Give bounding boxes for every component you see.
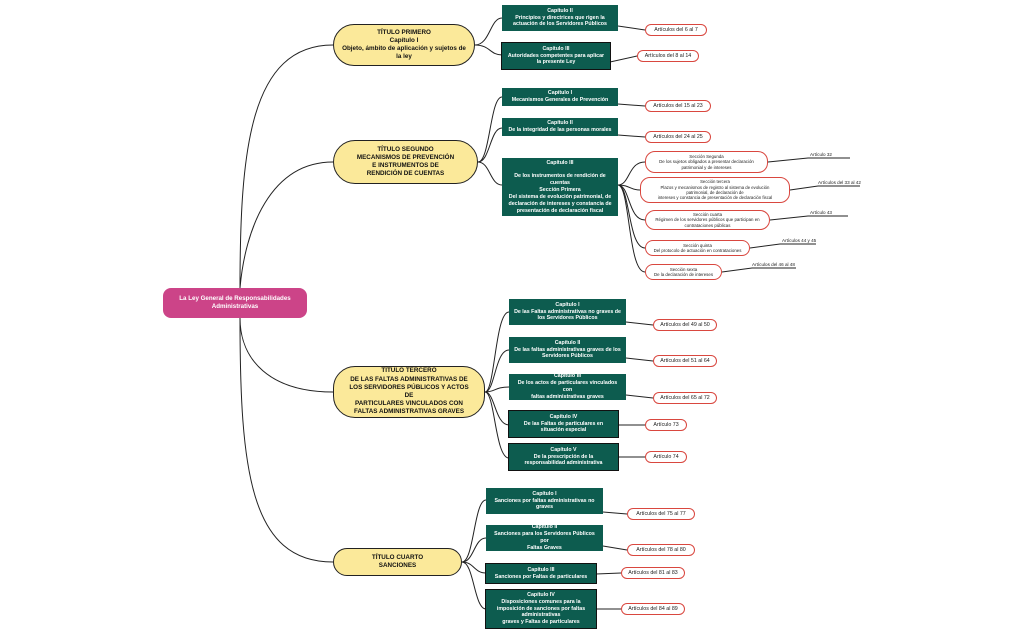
- articulos-node: Artículos del 15 al 23: [645, 100, 711, 112]
- seccion-articulo-label: Artículo 43: [810, 210, 832, 215]
- capitulo-node: Capítulo II Sanciones para los Servidore…: [486, 524, 603, 551]
- seccion-articulo-label: Artículos del 46 al 48: [752, 262, 795, 267]
- capitulo-node: Capítulo IV Disposiciones comunes para l…: [485, 589, 597, 629]
- articulos-node: Artículos del 65 al 72: [653, 392, 717, 404]
- titulo-tercero-node: TÍTULO TERCERO DE LAS FALTAS ADMINISTRAT…: [333, 366, 485, 418]
- articulos-node: Artículos del 75 al 77: [627, 508, 695, 520]
- seccion-articulo-label: Artículo 32: [810, 152, 832, 157]
- seccion-articulo-label: Artículos del 33 al 42: [818, 180, 861, 185]
- capitulo-node: Capítulo I Mecanismos Generales de Preve…: [502, 88, 618, 106]
- articulos-node: Artículos del 24 al 25: [645, 131, 711, 143]
- root-node: La Ley General de Responsabilidades Admi…: [163, 288, 307, 318]
- articulos-node: Artículos del 49 al 50: [653, 319, 717, 331]
- capitulo-node: Capítulo II Principios y directrices que…: [502, 5, 618, 31]
- titulo-cuarto-node: TÍTULO CUARTO SANCIONES: [333, 548, 462, 576]
- seccion-node: Sección tercera Plazos y mecanismos de r…: [640, 177, 790, 203]
- articulos-node: Artículos del 78 al 80: [627, 544, 695, 556]
- titulo-segundo-node: TÍTULO SEGUNDO MECANISMOS DE PREVENCIÓN …: [333, 140, 478, 184]
- articulos-node: Artículos del 6 al 7: [645, 24, 707, 36]
- seccion-node: Sección Segunda De los sujetos obligados…: [645, 151, 768, 173]
- capitulo-node: Capítulo I De las Faltas administrativas…: [509, 299, 626, 325]
- titulo-primero-node: TÍTULO PRIMERO Capítulo I Objeto, ámbito…: [333, 24, 475, 66]
- capitulo-node: Capítulo III Autoridades competentes par…: [501, 42, 611, 70]
- articulos-node: Artículos del 81 al 83: [621, 567, 685, 579]
- capitulo-node: Capítulo IV De las Faltas de particulare…: [508, 410, 619, 438]
- capitulo-node: Capítulo II De la integridad de las pers…: [502, 118, 618, 136]
- seccion-node: Sección cuarta Régimen de los servidores…: [645, 210, 770, 230]
- articulos-node: Artículo 74: [645, 451, 687, 463]
- capitulo-node: Capítulo III De los instrumentos de rend…: [502, 158, 618, 216]
- capitulo-node: Capítulo III De los actos de particulare…: [509, 373, 626, 400]
- seccion-node: Sección sexta De la declaración de inter…: [645, 264, 722, 280]
- articulos-node: Artículo 73: [645, 419, 687, 431]
- articulos-node: Artículos del 51 al 64: [653, 355, 717, 367]
- capitulo-node: Capítulo V De la prescripción de la resp…: [508, 443, 619, 471]
- articulos-node: Artículos del 84 al 89: [621, 603, 685, 615]
- capitulo-node: Capítulo II De las faltas administrativa…: [509, 337, 626, 363]
- seccion-articulo-label: Artículos 44 y 45: [782, 238, 817, 243]
- seccion-node: Sección quinta Del protocolo de actuació…: [645, 240, 750, 256]
- articulos-node: Artículos del 8 al 14: [637, 50, 699, 62]
- capitulo-node: Capítulo I Sanciones por faltas administ…: [486, 488, 603, 514]
- capitulo-node: Capítulo III Sanciones por Faltas de par…: [485, 563, 597, 584]
